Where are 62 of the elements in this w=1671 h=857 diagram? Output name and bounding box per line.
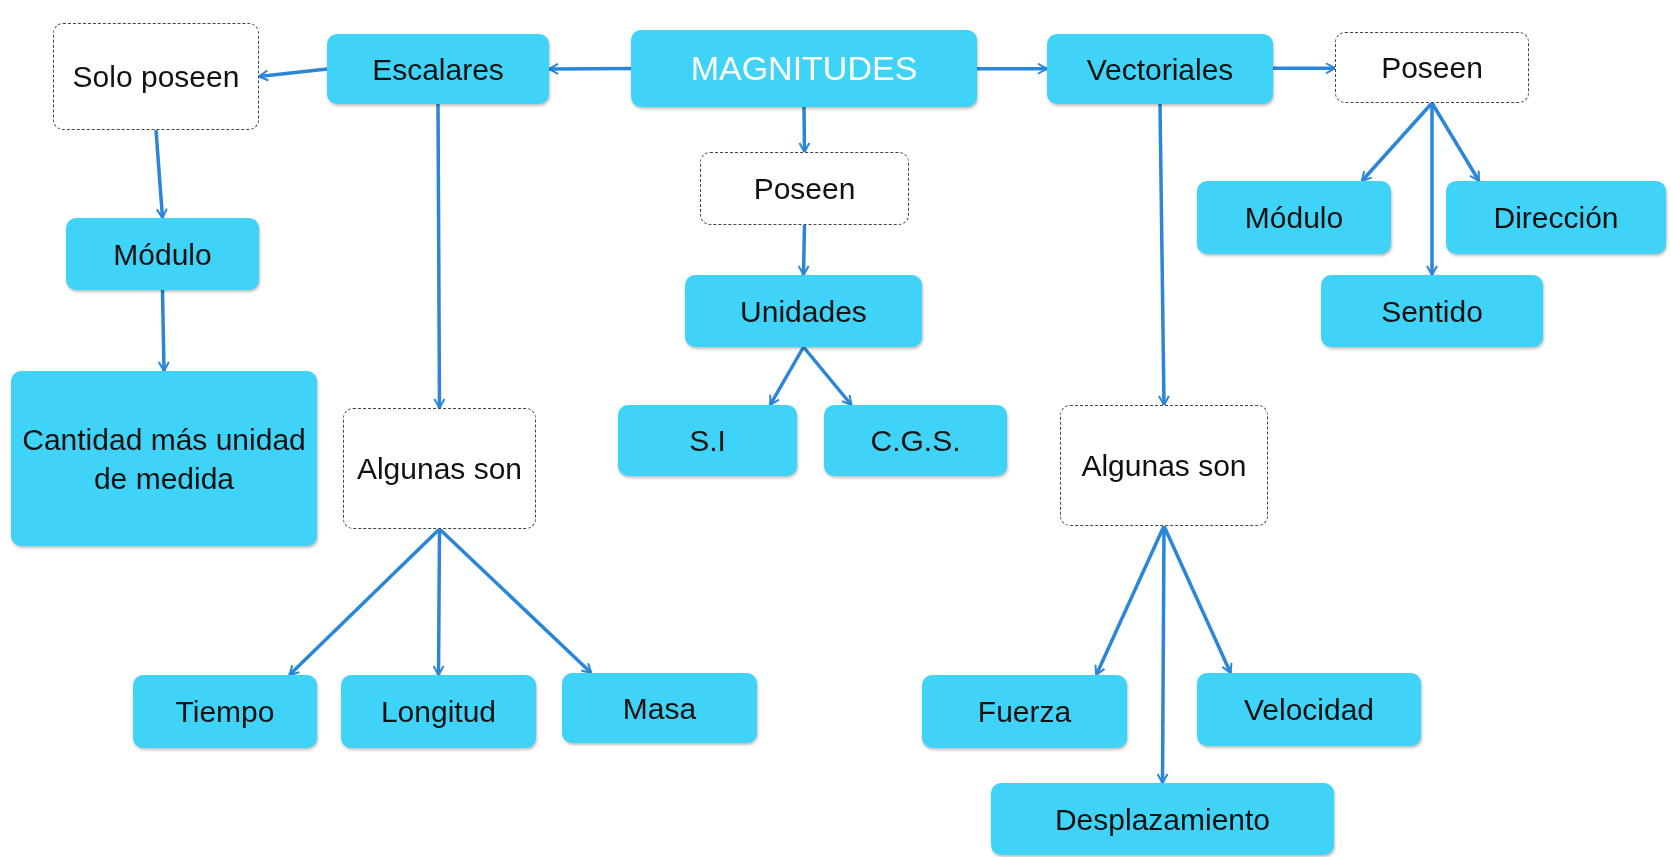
title-concept-box bbox=[631, 30, 977, 107]
dashed-connector-box bbox=[1060, 405, 1268, 526]
node-label: Sentido bbox=[1381, 293, 1483, 330]
concept-box bbox=[11, 371, 317, 546]
arrow bbox=[802, 345, 853, 407]
arrow bbox=[797, 224, 810, 276]
arrow bbox=[548, 62, 631, 75]
node-label: Velocidad bbox=[1243, 692, 1375, 728]
concept-box bbox=[922, 675, 1127, 748]
node-label: Dirección bbox=[1493, 200, 1619, 236]
node-label: Unidades bbox=[740, 293, 867, 330]
concept-box bbox=[1197, 673, 1421, 746]
arrow bbox=[258, 67, 328, 82]
concept-box bbox=[618, 405, 797, 476]
arrow bbox=[438, 527, 593, 675]
node-label: Tiempo bbox=[175, 694, 275, 730]
node-label: Algunas son bbox=[356, 451, 523, 487]
arrow bbox=[1426, 103, 1438, 276]
concept-box bbox=[562, 673, 757, 743]
concept-box bbox=[1047, 34, 1273, 104]
node-label: C.G.S. bbox=[870, 423, 961, 459]
node-label: Vectoriales bbox=[1086, 51, 1234, 88]
concept-box bbox=[66, 218, 259, 290]
arrow bbox=[977, 62, 1048, 75]
arrow bbox=[768, 346, 805, 406]
node-label: Longitud bbox=[380, 694, 497, 730]
arrow bbox=[1162, 525, 1233, 674]
arrow bbox=[157, 289, 170, 372]
arrow bbox=[1273, 62, 1336, 75]
dashed-connector-box bbox=[343, 408, 536, 529]
arrow bbox=[154, 129, 168, 219]
node-label: Escalares bbox=[372, 51, 504, 88]
arrow bbox=[433, 104, 446, 409]
concept-box bbox=[1321, 275, 1543, 347]
node-label: Cantidad más unidad de medida bbox=[21, 421, 307, 497]
concept-box bbox=[341, 675, 536, 748]
node-label: Fuerza bbox=[977, 694, 1072, 730]
concept-box bbox=[133, 675, 317, 748]
concept-box bbox=[685, 275, 922, 347]
dashed-connector-box bbox=[700, 152, 909, 225]
node-label: Algunas son bbox=[1081, 448, 1247, 484]
dashed-connector-box bbox=[1335, 32, 1529, 103]
arrow bbox=[1430, 102, 1481, 182]
concept-box bbox=[327, 34, 549, 104]
concept-box bbox=[991, 783, 1334, 855]
node-label: MAGNITUDES bbox=[690, 48, 918, 90]
node-label: Módulo bbox=[1244, 200, 1344, 236]
arrow bbox=[1157, 103, 1170, 406]
node-label: Desplazamiento bbox=[1054, 801, 1271, 838]
node-label: Masa bbox=[622, 690, 697, 727]
node-label: Solo poseen bbox=[72, 59, 240, 95]
concept-box bbox=[1446, 181, 1666, 254]
node-label: Poseen bbox=[753, 171, 856, 207]
arrow bbox=[288, 527, 441, 677]
node-label: Poseen bbox=[1381, 50, 1483, 86]
concept-box bbox=[1197, 181, 1391, 254]
dashed-connector-box bbox=[53, 23, 259, 130]
arrow bbox=[432, 529, 445, 676]
arrow bbox=[798, 107, 811, 153]
node-label: Módulo bbox=[113, 236, 212, 273]
concept-box bbox=[824, 405, 1007, 476]
node-label: S.I bbox=[689, 423, 726, 459]
